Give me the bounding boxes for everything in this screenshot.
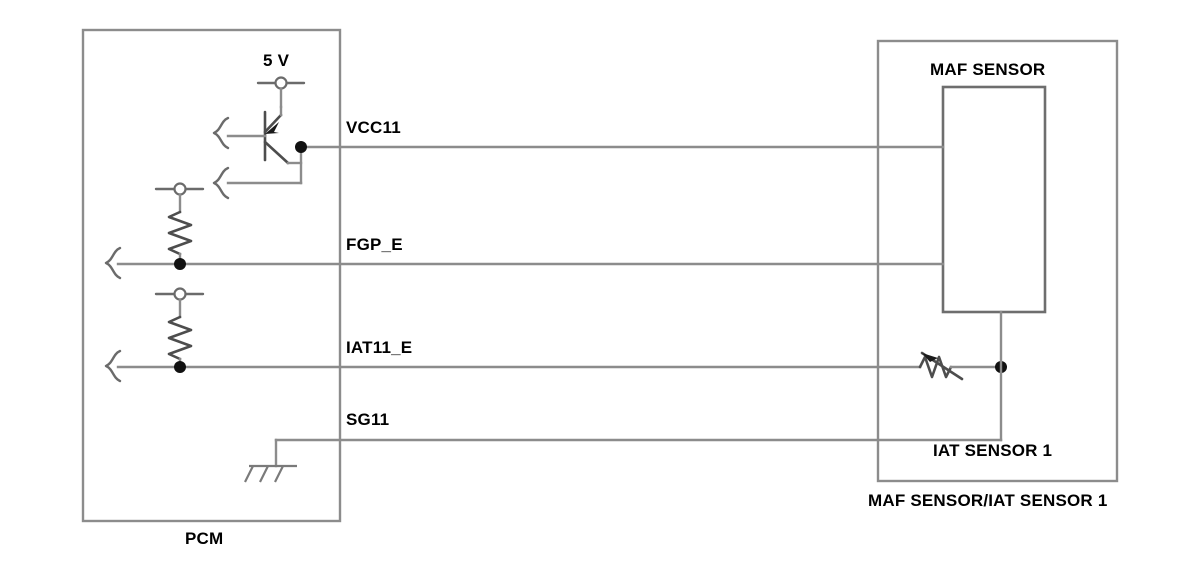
vcc11-junction-dot xyxy=(295,141,307,153)
signal-label-iat11-e: IAT11_E xyxy=(346,338,413,357)
pcm-enclosure-box xyxy=(81,28,342,523)
five-volt-terminal-symbol xyxy=(256,76,306,109)
signal-label-sg11: SG11 xyxy=(346,410,390,429)
maf-sensor-label: MAF SENSOR xyxy=(930,60,1046,79)
iat-sensor-label: IAT SENSOR 1 xyxy=(933,441,1053,460)
iat11-e-junction-dot xyxy=(174,361,186,373)
pcm-module-label: PCM xyxy=(185,529,224,548)
supply-voltage-label: 5 V xyxy=(263,51,290,70)
iat-thermistor-symbol xyxy=(918,351,1003,381)
signal-label-vcc11: VCC11 xyxy=(346,118,401,137)
fgp-e-pullup-resistor-symbol xyxy=(154,182,205,266)
transistor-base-connector-brace xyxy=(212,116,230,150)
signal-label-fgp-e: FGP_E xyxy=(346,235,403,254)
npn-transistor-symbol xyxy=(226,105,303,165)
transistor-emitter-connector-brace xyxy=(212,166,230,200)
iat11-e-wire-break-symbol xyxy=(104,349,122,383)
chassis-ground-symbol xyxy=(244,464,297,483)
fgp-e-junction-dot xyxy=(174,258,186,270)
fgp-e-wire-break-symbol xyxy=(104,246,122,280)
sensor-assembly-caption: MAF SENSOR/IAT SENSOR 1 xyxy=(868,491,1108,510)
iat11-e-pullup-resistor-symbol xyxy=(154,287,205,369)
maf-sensor-body xyxy=(941,85,1047,314)
